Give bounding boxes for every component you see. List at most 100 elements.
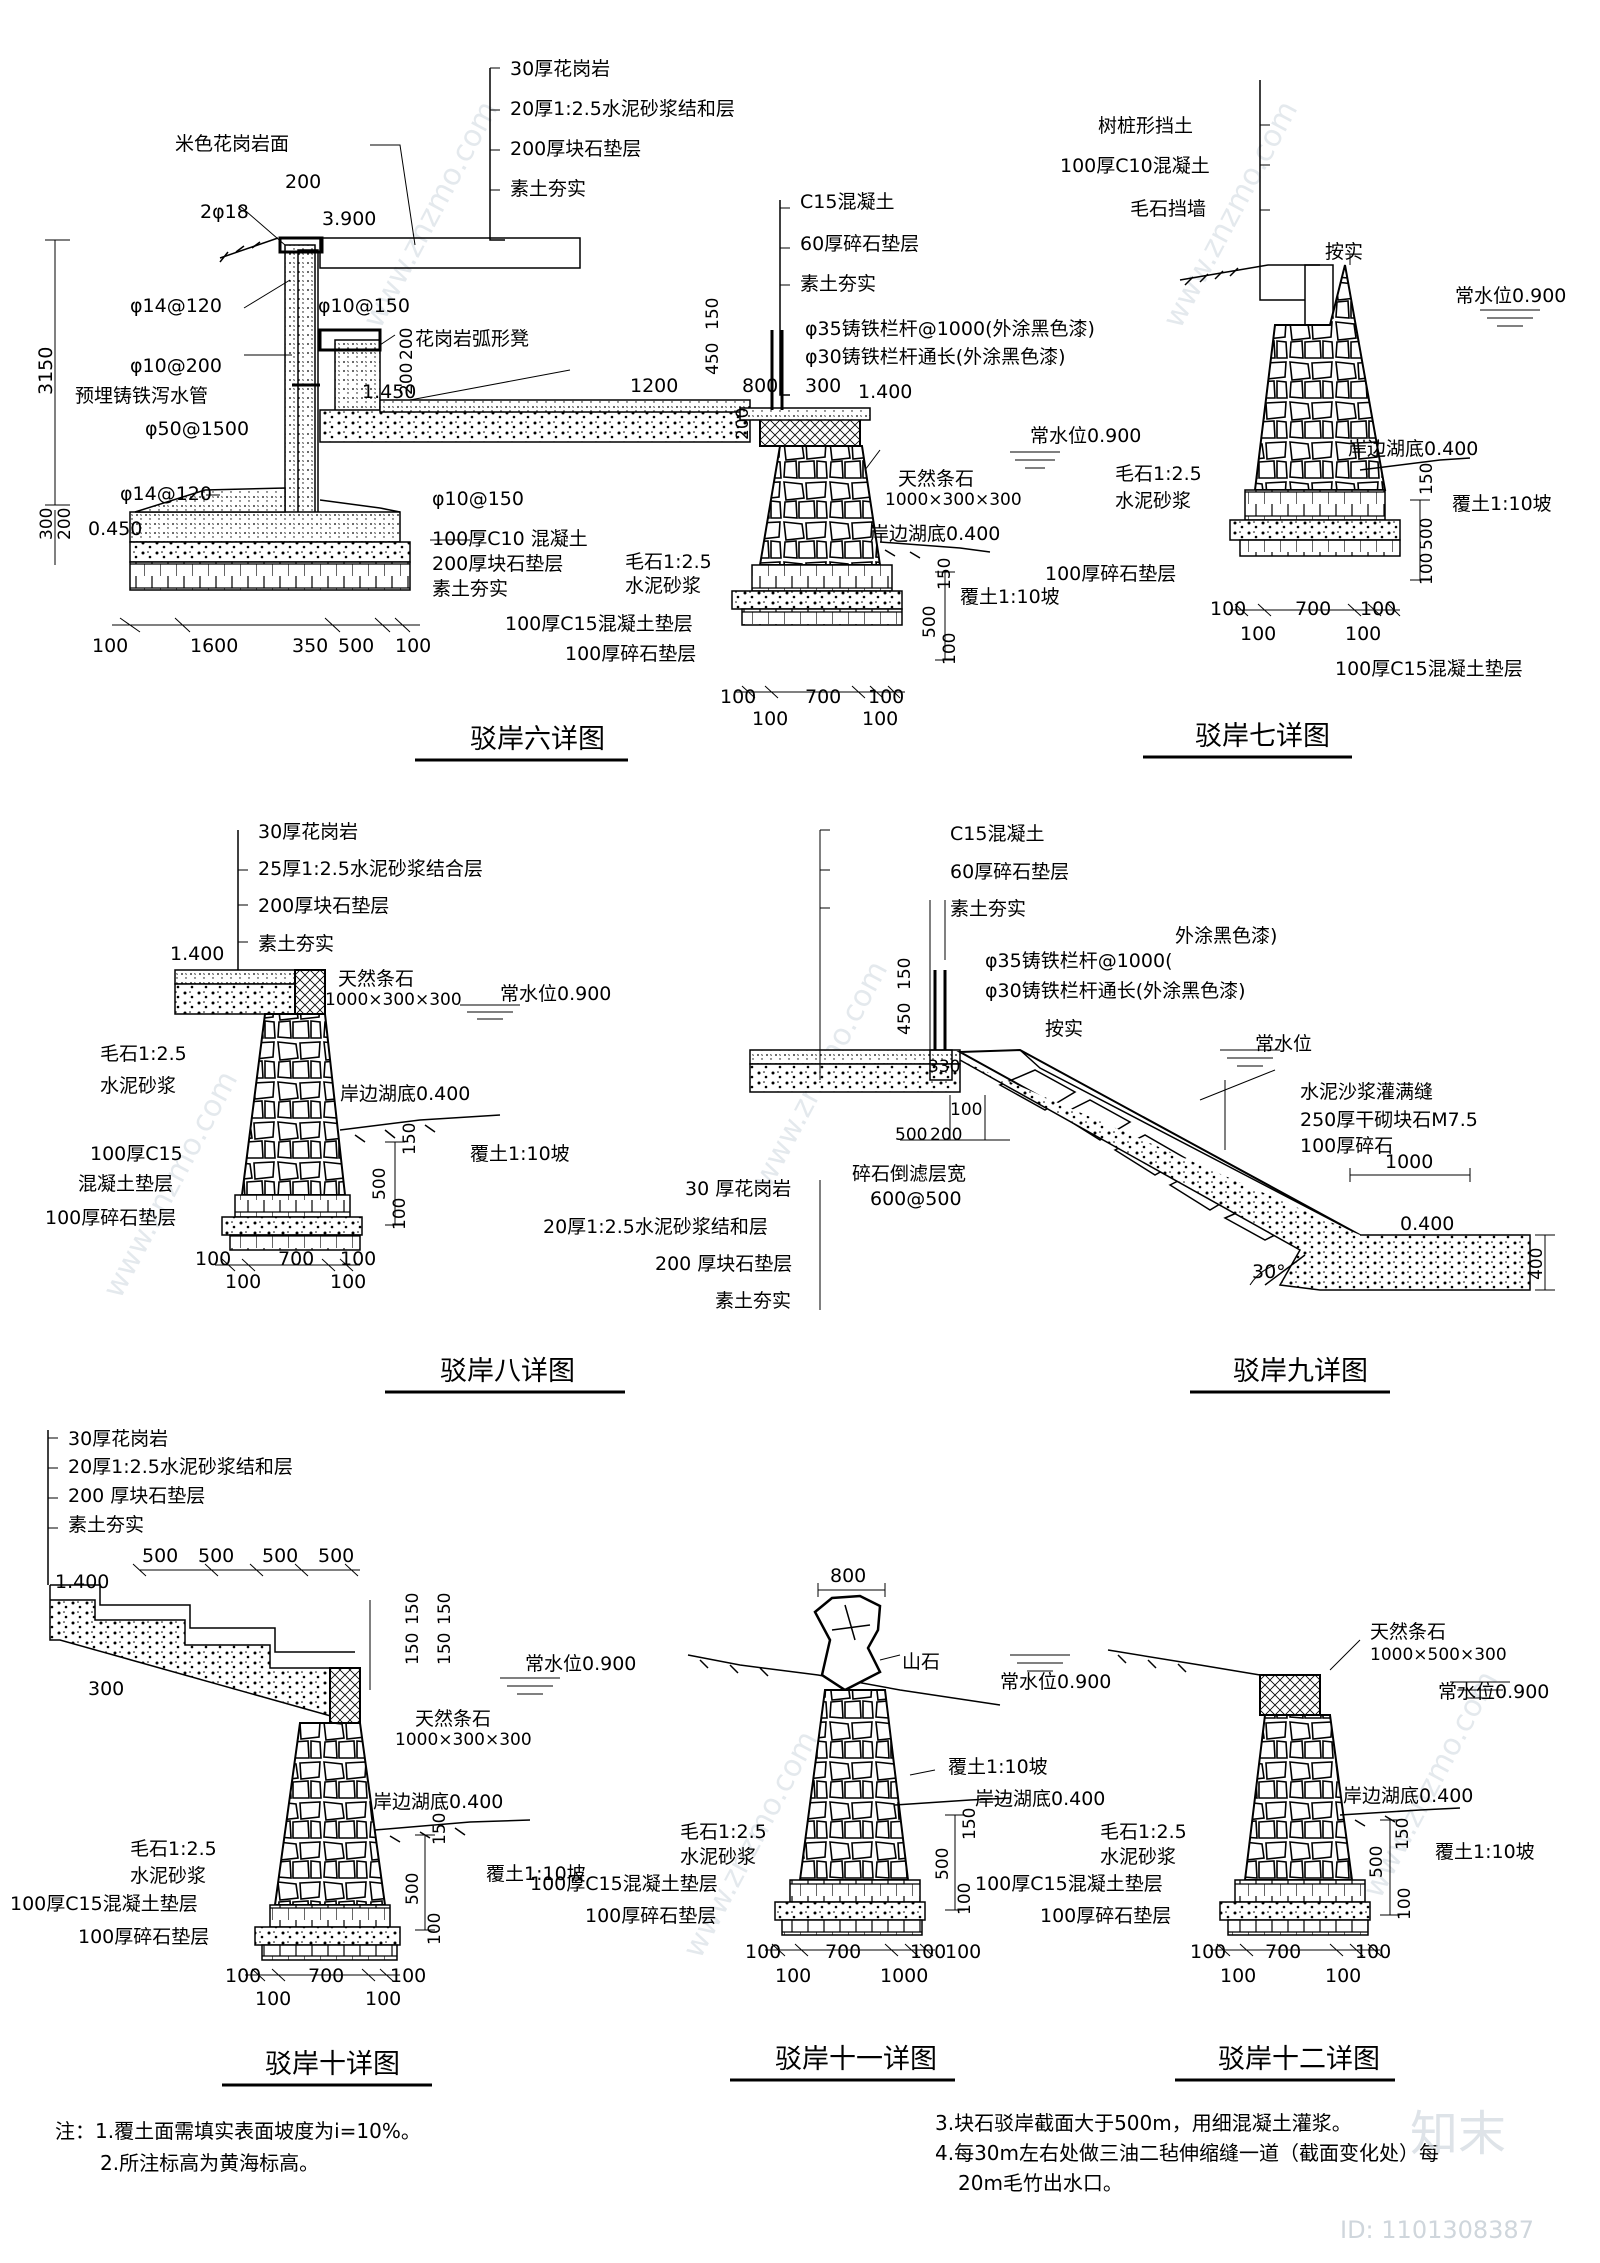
- label-granite: 30厚花岗岩: [68, 1428, 168, 1450]
- label-500v: 500: [1417, 518, 1437, 550]
- note-4: 4.每30m左右处做三油二毡伸缩缝一道（截面变化处）每: [935, 2141, 1439, 2165]
- label-rubble: 毛石1:2.5: [625, 551, 712, 573]
- label-water-level: 常水位0.900: [500, 983, 611, 1005]
- label-lakebed: 岸边湖底0.400: [373, 1791, 503, 1813]
- label-phi10-150: φ10@150: [318, 295, 410, 317]
- label-500a: 500: [142, 1545, 178, 1567]
- brand-logo: 知末: [1410, 2106, 1506, 2162]
- label-200v: 200: [55, 508, 75, 540]
- label-mortar: 水泥砂浆: [1115, 490, 1191, 512]
- label-stone-size: 1000×300×300: [395, 1730, 532, 1750]
- label-500v: 500: [403, 1873, 423, 1905]
- title-detail-8: 驳岸八详图: [385, 1356, 625, 1394]
- label-300: 300: [88, 1678, 124, 1700]
- svg-text:驳岸十一详图: 驳岸十一详图: [775, 2044, 937, 2075]
- label-450: 450: [895, 1003, 915, 1035]
- title-detail-6: 驳岸六详图: [415, 724, 628, 762]
- dim-1000: 1000: [880, 1965, 928, 1987]
- dim-100: 100: [225, 1965, 261, 1987]
- label-gravel100: 100厚碎石: [1300, 1135, 1393, 1157]
- label-gravel-base: 100厚碎石垫层: [585, 1905, 716, 1927]
- dim-100c: 100: [225, 1271, 261, 1293]
- label-soil-b: 素土夯实: [800, 273, 876, 295]
- dim-100c: 100: [752, 708, 788, 730]
- label-500v: 500: [933, 1848, 953, 1880]
- label-rubble-wall: 毛石挡墙: [1130, 198, 1206, 220]
- label-mortar-fill: 水泥沙浆灌满缝: [1300, 1081, 1433, 1103]
- label-natural-stone: 天然条石: [338, 968, 414, 990]
- dim-100: 100: [1190, 1941, 1226, 1963]
- label-rubble: 毛石1:2.5: [130, 1838, 217, 1860]
- label-as-is: 按实: [1325, 241, 1363, 263]
- label-granite: 30厚花岗岩: [258, 821, 358, 843]
- label-stump: 树桩形挡土: [1098, 115, 1193, 137]
- detail-7-labels: 树桩形挡土 100厚C10混凝土 毛石挡墙 按实 常水位0.900 岸边湖底0.…: [1045, 115, 1566, 680]
- label-200v: 200: [733, 408, 753, 440]
- detail-11-labels: 800 山石 常水位0.900 覆土1:10坡 岸边湖底0.400 毛石1:2.…: [530, 1565, 1111, 1987]
- title-detail-12: 驳岸十二详图: [1175, 2044, 1395, 2082]
- label-3150: 3150: [35, 347, 57, 395]
- label-rubble: 毛石1:2.5: [680, 1821, 767, 1843]
- label-100: 100: [950, 1100, 982, 1120]
- label-c15: C15混凝土: [950, 823, 1044, 845]
- note-3: 3.块石驳岸截面大于500m，用细混凝土灌浆。: [935, 2111, 1352, 2135]
- label-gravel-base: 100厚碎石垫层: [1045, 563, 1176, 585]
- title-detail-9: 驳岸九详图: [1190, 1356, 1390, 1394]
- label-150a: 150: [403, 1593, 423, 1625]
- label-150b: 150: [403, 1633, 423, 1665]
- label-mortar: 水泥砂浆: [1100, 1846, 1176, 1868]
- detail-11: [687, 1583, 1070, 1957]
- label-c15-base: 100厚C15混凝土垫层: [10, 1893, 198, 1915]
- title-detail-11: 驳岸十一详图: [730, 2044, 955, 2082]
- label-150v: 150: [1393, 1818, 1413, 1850]
- label-stone-size: 1000×300×300: [325, 990, 462, 1010]
- label-800: 800: [830, 1565, 866, 1587]
- svg-text:驳岸十详图: 驳岸十详图: [265, 2049, 400, 2080]
- label-elev-0400: 0.400: [1400, 1213, 1454, 1235]
- svg-text:驳岸七详图: 驳岸七详图: [1195, 721, 1330, 752]
- label-blockstone: 200厚块石垫层: [258, 895, 389, 917]
- dim-100: 100: [195, 1248, 231, 1270]
- detail-12-labels: 天然条石 1000×500×300 常水位0.900 岸边湖底0.400 毛石1…: [975, 1621, 1549, 1987]
- dim-100b: 100: [340, 1248, 376, 1270]
- label-cover-soil: 覆土1:10坡: [486, 1863, 586, 1885]
- label-blockstone2: 200厚块石垫层: [432, 553, 563, 575]
- label-stone-size: 1000×300×300: [885, 490, 1022, 510]
- dim-100b: 100: [1355, 1941, 1391, 1963]
- dim-100: 100: [720, 686, 756, 708]
- label-rail-35: φ35铸铁栏杆@1000(: [985, 950, 1172, 972]
- dim-700: 700: [1295, 598, 1331, 620]
- svg-text:驳岸九详图: 驳岸九详图: [1233, 1356, 1368, 1387]
- label-gravel-base: 100厚碎石垫层: [45, 1207, 176, 1229]
- label-blockstone: 200 厚块石垫层: [655, 1253, 792, 1275]
- dim-700: 700: [278, 1248, 314, 1270]
- dim-1600: 1600: [190, 635, 238, 657]
- label-bench: 花岗岩弧形凳: [415, 328, 529, 350]
- title-detail-10: 驳岸十详图: [222, 2049, 432, 2087]
- label-150c: 150: [435, 1593, 455, 1625]
- label-black-paint: 外涂黑色漆): [1175, 925, 1277, 947]
- label-drain-pipe: 预埋铸铁泻水管: [75, 385, 208, 407]
- dim-100d: 100: [1325, 1965, 1361, 1987]
- label-30deg: 30°: [1252, 1261, 1286, 1283]
- dim-100d: 100: [330, 1271, 366, 1293]
- dim-100c: 100: [775, 1965, 811, 1987]
- label-elev-1400: 1.400: [858, 381, 912, 403]
- note-5: 20m毛竹出水口。: [958, 2171, 1123, 2195]
- label-lakebed: 岸边湖底0.400: [870, 523, 1000, 545]
- label-100v: 100: [1395, 1888, 1415, 1920]
- label-elev-3900: 3.900: [322, 208, 376, 230]
- detail-9: [749, 829, 1555, 1310]
- label-300: 300: [37, 508, 57, 540]
- dim-700: 700: [1265, 1941, 1301, 1963]
- label-lakebed: 岸边湖底0.400: [340, 1083, 470, 1105]
- label-c15: 100厚C15: [90, 1143, 183, 1165]
- label-dry-stone: 250厚干砌块石M7.5: [1300, 1109, 1478, 1131]
- notes: 注：1.覆土面需填实表面坡度为i=10%。 2.所注标高为黄海标高。 3.块石驳…: [55, 2111, 1439, 2195]
- label-blockstone: 200 厚块石垫层: [68, 1485, 205, 1507]
- label-cover-soil: 覆土1:10坡: [1452, 493, 1552, 515]
- label-granite: 30 厚花岗岩: [685, 1178, 791, 1200]
- label-100v: 100: [390, 1198, 410, 1230]
- label-lakebed: 岸边湖底0.400: [975, 1788, 1105, 1810]
- label-rubble: 毛石1:2.5: [100, 1043, 187, 1065]
